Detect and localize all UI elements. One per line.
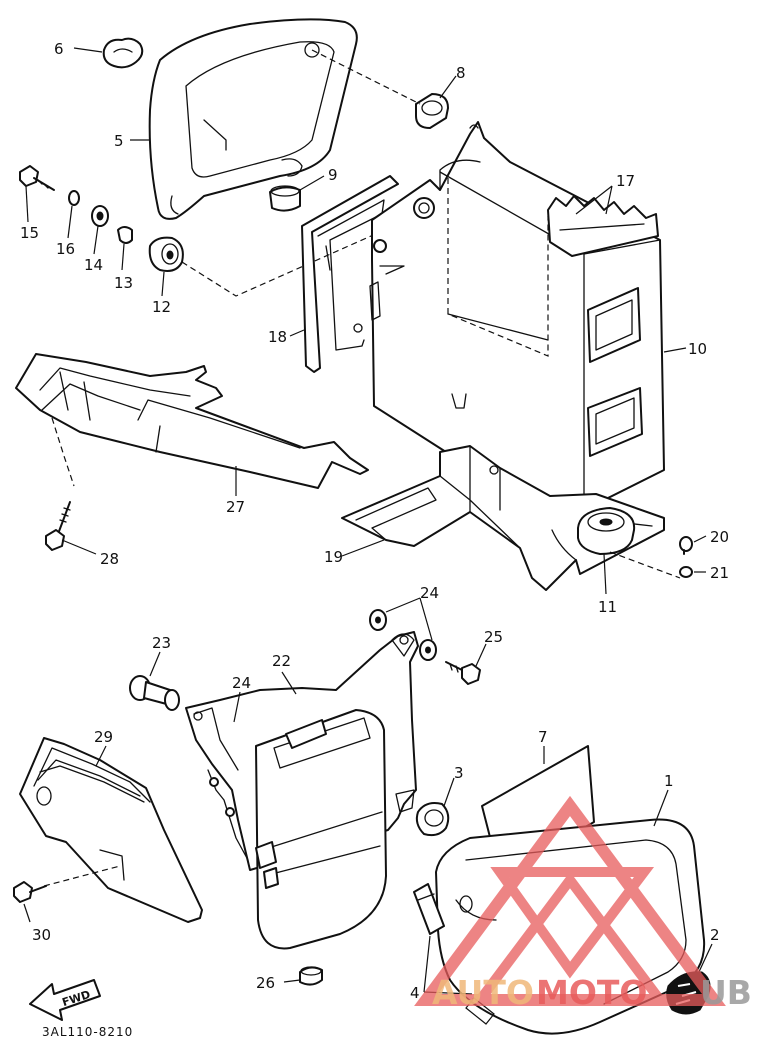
part-8-grommet bbox=[415, 93, 449, 129]
callout-7: 7 bbox=[538, 728, 548, 746]
part-20-screw bbox=[679, 536, 693, 555]
callout-19: 19 bbox=[324, 548, 343, 566]
part-12-grommet bbox=[148, 236, 184, 272]
callout-29: 29 bbox=[94, 728, 113, 746]
callout-9: 9 bbox=[328, 166, 338, 184]
callout-23: 23 bbox=[152, 634, 171, 652]
callout-20: 20 bbox=[710, 528, 729, 546]
part-28-bolt bbox=[45, 501, 71, 551]
part-19-bracket-base bbox=[341, 445, 665, 591]
callout-15: 15 bbox=[20, 224, 39, 242]
fwd-arrow: FWD bbox=[29, 979, 101, 1021]
part-21-washer bbox=[679, 566, 693, 578]
part-16-washer bbox=[68, 190, 80, 206]
callout-labels: 6 5 8 9 17 10 18 19 11 20 21 15 16 14 13… bbox=[20, 40, 729, 1002]
part-29-side-panel bbox=[19, 737, 203, 923]
callout-11: 11 bbox=[598, 598, 617, 616]
part-6-grommet bbox=[102, 37, 144, 69]
callout-27: 27 bbox=[226, 498, 245, 516]
part-13-collar bbox=[117, 226, 133, 244]
callout-5: 5 bbox=[114, 132, 124, 150]
callout-14: 14 bbox=[84, 256, 103, 274]
callout-24-top: 24 bbox=[420, 584, 439, 602]
part-3-grommet bbox=[415, 802, 450, 837]
callout-16: 16 bbox=[56, 240, 75, 258]
part-27-flap bbox=[15, 353, 369, 489]
part-26-grommet bbox=[299, 966, 323, 986]
callout-4: 4 bbox=[410, 984, 420, 1002]
callout-22: 22 bbox=[272, 652, 291, 670]
callout-13: 13 bbox=[114, 274, 133, 292]
callout-18: 18 bbox=[268, 328, 287, 346]
watermark-word-auto: AUTO bbox=[432, 973, 534, 1012]
callout-28: 28 bbox=[100, 550, 119, 568]
callout-21: 21 bbox=[710, 564, 729, 582]
callout-8: 8 bbox=[456, 64, 466, 82]
part-17-rubber-strip bbox=[547, 195, 659, 257]
part-4-rubber-block bbox=[413, 883, 445, 935]
part-24-washer-b bbox=[419, 639, 437, 661]
callout-30: 30 bbox=[32, 926, 51, 944]
watermark-word-ub: UB bbox=[700, 973, 752, 1012]
part-30-bolt bbox=[13, 881, 47, 903]
part-23-bolt bbox=[129, 675, 180, 711]
callout-3: 3 bbox=[454, 764, 464, 782]
part-24-washer-a bbox=[369, 609, 387, 631]
callout-26: 26 bbox=[256, 974, 275, 992]
callout-1: 1 bbox=[664, 772, 674, 790]
part-14-washer bbox=[91, 205, 109, 227]
part-18-bracket bbox=[301, 175, 399, 373]
part-9-grommet bbox=[269, 185, 301, 212]
callout-6: 6 bbox=[54, 40, 64, 58]
callout-24-left: 24 bbox=[232, 674, 251, 692]
callout-25: 25 bbox=[484, 628, 503, 646]
callout-10: 10 bbox=[688, 340, 707, 358]
part-25-bolt bbox=[445, 661, 481, 685]
leader-lines bbox=[23, 47, 713, 995]
watermark-logo bbox=[414, 795, 726, 1006]
watermark-text: AUTO MOTO UB bbox=[432, 973, 752, 1012]
part-15-bolt bbox=[19, 165, 55, 191]
part-5-upper-side-cover bbox=[148, 18, 358, 220]
callout-2: 2 bbox=[710, 926, 720, 944]
callout-12: 12 bbox=[152, 298, 171, 316]
part-22-case bbox=[185, 631, 419, 950]
watermark-word-moto: MOTO bbox=[536, 973, 647, 1012]
part-11-grommet bbox=[577, 507, 636, 555]
callout-17: 17 bbox=[616, 172, 635, 190]
diagram-code: 3AL110-8210 bbox=[42, 1025, 133, 1039]
